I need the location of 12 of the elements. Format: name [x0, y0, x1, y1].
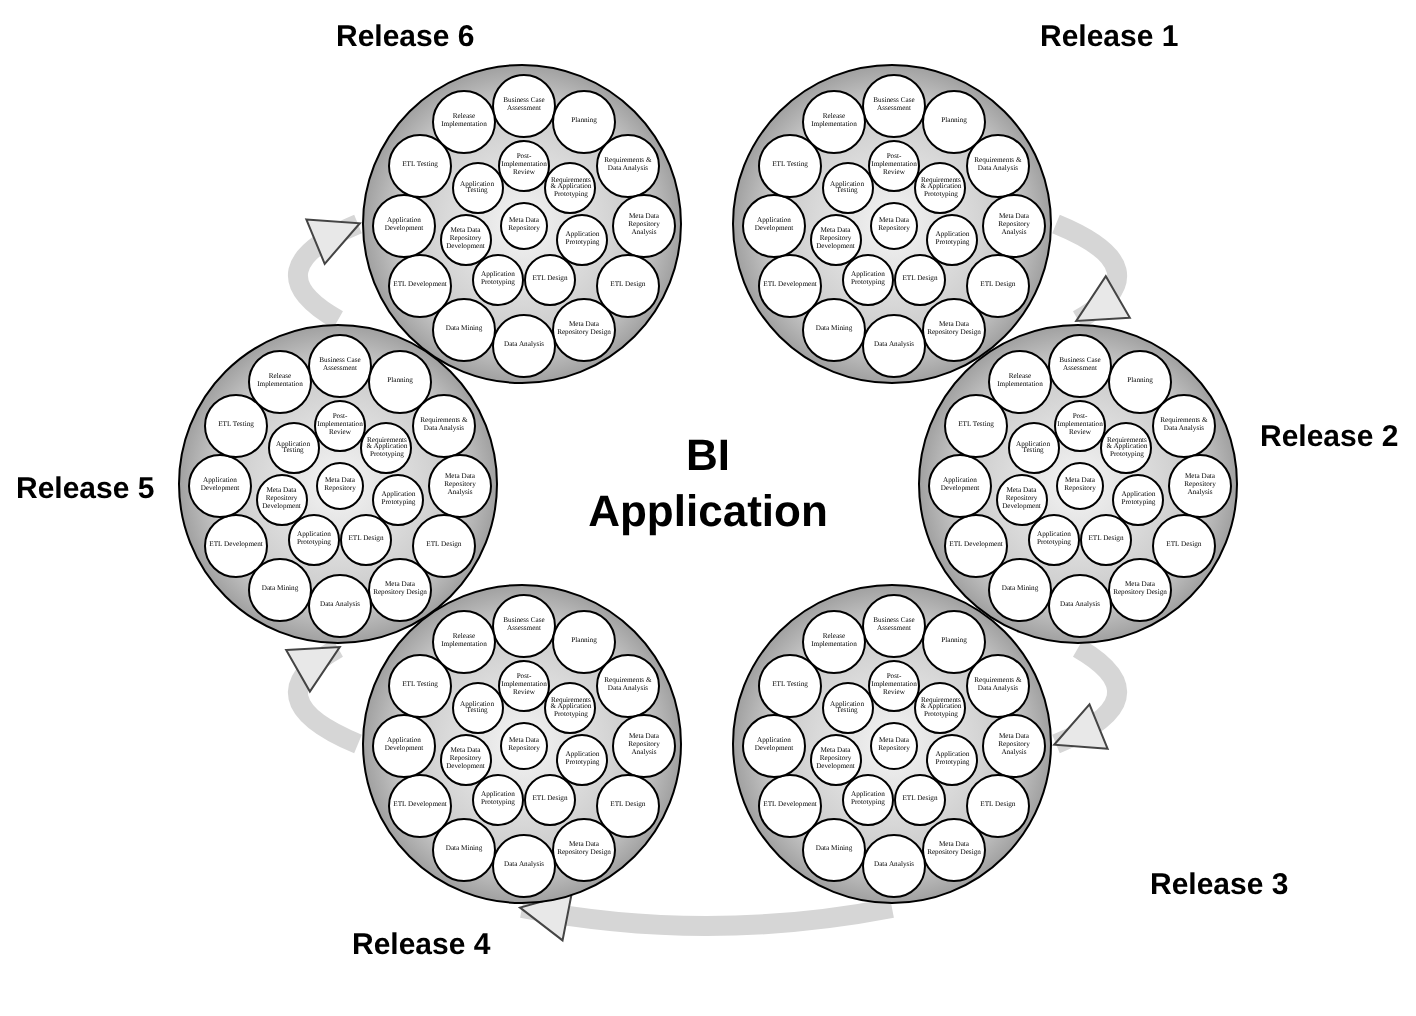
release-label: Release 5: [16, 470, 155, 510]
release-label: Release 1: [1040, 18, 1179, 58]
release-label: Release 4: [352, 926, 491, 966]
cycle-arrow: [1051, 639, 1127, 754]
cycle-arrow: [519, 891, 894, 941]
release-label: Release 6: [336, 18, 475, 58]
cycle-arrow: [288, 214, 363, 329]
cycle-arrow: [1051, 214, 1131, 329]
release-label: Release 3: [1150, 866, 1289, 906]
center-title: BI Application: [586, 428, 830, 538]
cycle-arrow: [285, 639, 363, 754]
release-label: Release 2: [1260, 418, 1399, 458]
